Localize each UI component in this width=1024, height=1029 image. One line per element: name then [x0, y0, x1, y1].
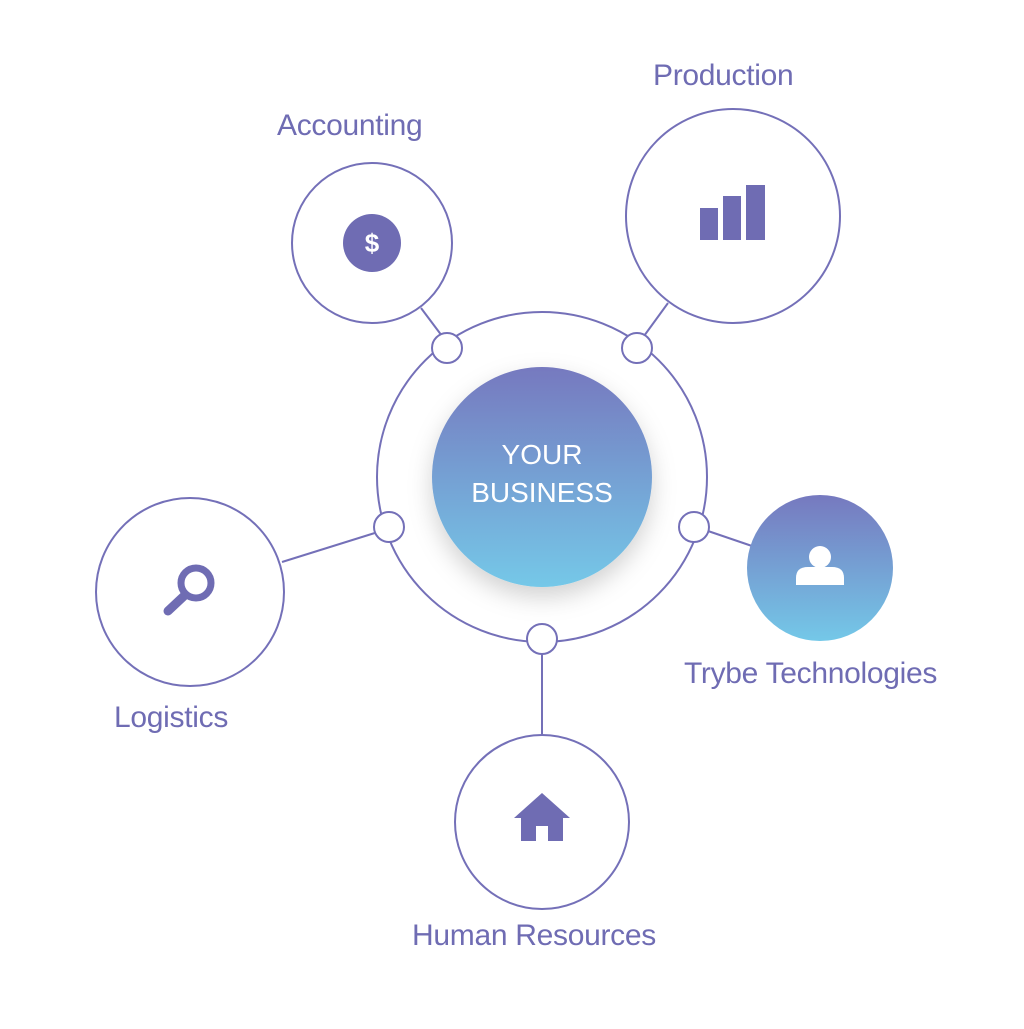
magnifier-icon: [163, 564, 215, 616]
logistics-node: [95, 497, 285, 687]
ring-dot-trybe: [678, 511, 710, 543]
ring-dot-production: [621, 332, 653, 364]
logistics-label: Logistics: [114, 701, 229, 734]
center-label-line2: BUSINESS: [471, 477, 613, 508]
ring-dot-hr: [526, 623, 558, 655]
bar-chart-icon: [700, 185, 765, 240]
center-label: YOUR BUSINESS: [432, 436, 652, 512]
connector-logistics: [281, 531, 379, 563]
center-circle: [432, 367, 652, 587]
dollar-coin-icon: $: [343, 214, 401, 272]
trybe-label: Trybe Technologies: [684, 657, 938, 690]
connector-lines: [281, 302, 753, 734]
accounting-label: Accounting: [277, 109, 423, 142]
house-icon: [514, 793, 570, 841]
connector-production: [643, 302, 669, 337]
svg-text:$: $: [365, 228, 380, 258]
hr-label: Human Resources: [412, 919, 656, 952]
user-icon: [796, 546, 844, 585]
ring-dots: [373, 332, 710, 655]
connector-accounting: [420, 307, 443, 337]
ring-dot-logistics: [373, 511, 405, 543]
center-label-line1: YOUR: [501, 439, 583, 470]
connector-trybe: [707, 530, 753, 547]
production-label: Production: [653, 59, 794, 92]
ring-dot-accounting: [431, 332, 463, 364]
